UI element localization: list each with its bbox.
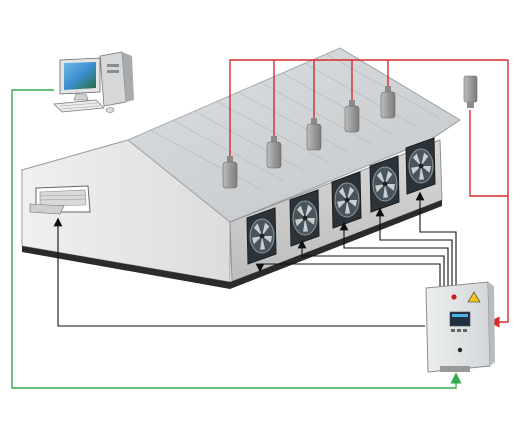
exhaust-fans bbox=[246, 137, 436, 265]
exhaust-fan-icon bbox=[331, 171, 362, 229]
exhaust-fan-icon bbox=[369, 155, 400, 213]
outdoor-sensor-icon bbox=[463, 75, 478, 108]
exhaust-fan-icon bbox=[246, 207, 277, 265]
climate-sensor-icon bbox=[306, 118, 322, 151]
climate-sensor-icon bbox=[266, 136, 282, 169]
front-wall bbox=[21, 139, 231, 283]
cabinet-lock-icon bbox=[457, 347, 463, 353]
climate-sensor-icon bbox=[380, 86, 396, 119]
foundation bbox=[22, 200, 442, 289]
climate-sensor-icon bbox=[344, 100, 360, 133]
warning-triangle-icon bbox=[467, 291, 481, 303]
roof-panels bbox=[127, 47, 439, 191]
desktop-computer-icon bbox=[53, 51, 134, 113]
climate-sensor-icon bbox=[222, 156, 238, 189]
control-cabinet-icon bbox=[425, 281, 495, 373]
exhaust-fan-icon bbox=[289, 189, 320, 247]
alarm-lamp-icon bbox=[451, 294, 457, 300]
network-wiring bbox=[11, 89, 462, 389]
sensor-wiring bbox=[229, 59, 509, 328]
control-wiring bbox=[53, 191, 457, 327]
air-inlet-icon bbox=[29, 185, 91, 215]
roof-sensors bbox=[222, 86, 396, 189]
exhaust-fan-icon bbox=[405, 137, 436, 195]
